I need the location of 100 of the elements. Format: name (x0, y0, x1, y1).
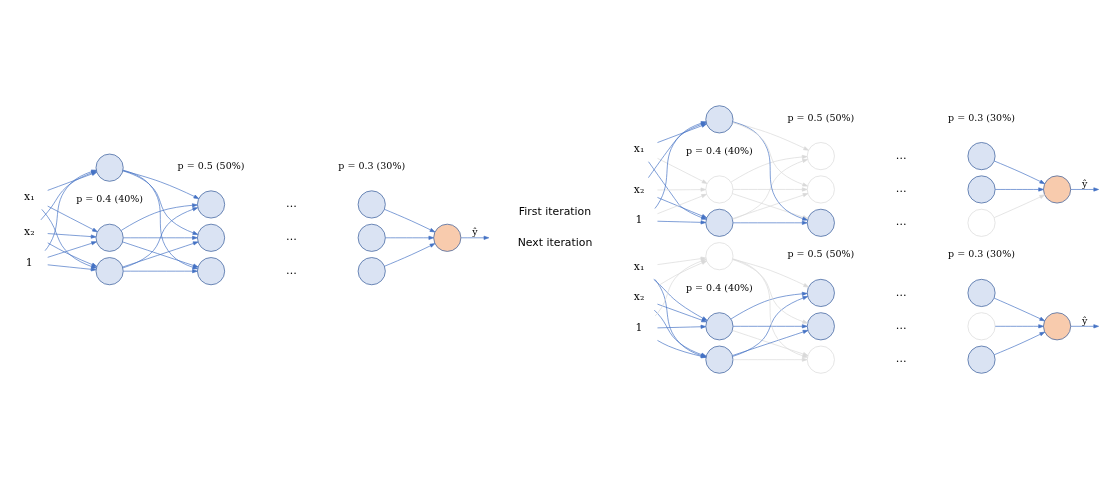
label: Next iteration (517, 235, 593, 249)
arrow (47, 205, 98, 233)
node-circle (806, 345, 835, 374)
node-circle (967, 345, 996, 374)
node-text: x₁ (633, 259, 645, 273)
label: … (285, 197, 297, 211)
arrow (384, 209, 436, 233)
label: p = 0.3 (30%) (948, 111, 1015, 123)
arrow (994, 187, 1044, 192)
label: … (285, 263, 297, 277)
edge-label: ŷ (1081, 314, 1088, 326)
arrow (732, 324, 808, 329)
arrow (732, 220, 808, 225)
arrow (648, 161, 707, 220)
arrow (732, 357, 808, 362)
label: … (895, 318, 907, 332)
arrow (122, 170, 199, 235)
label: … (285, 230, 297, 244)
node-circle (705, 105, 734, 134)
node-circle (967, 142, 996, 171)
label: … (895, 352, 907, 366)
arrow (732, 296, 808, 357)
node-text: 1 (25, 255, 33, 269)
edge-label: ŷ (472, 226, 478, 238)
node-circle (433, 223, 462, 252)
label: … (895, 148, 907, 162)
arrow (122, 207, 198, 269)
node-circle (357, 190, 386, 219)
arrow (123, 235, 198, 240)
edge-label: ŷ (1081, 177, 1088, 189)
arrow (657, 260, 707, 287)
node-text: x₁ (24, 189, 35, 203)
label: p = 0.3 (30%) (948, 248, 1015, 260)
node-text: 1 (635, 213, 643, 227)
node-circle (967, 208, 996, 237)
node-circle (806, 175, 835, 204)
arrow (47, 241, 97, 258)
node-circle (806, 208, 835, 237)
arrow (657, 324, 707, 329)
node-circle (967, 175, 996, 204)
node-circle (967, 312, 996, 341)
arrow (460, 235, 490, 240)
node-circle (357, 223, 386, 252)
node-circle (197, 223, 225, 252)
node-circle (806, 142, 835, 171)
node-text: x₂ (24, 224, 35, 238)
arrow (993, 194, 1045, 218)
node-circle (197, 257, 225, 286)
label: p = 0.5 (50%) (787, 248, 855, 260)
label: p = 0.3 (30%) (338, 159, 406, 171)
arrow (1070, 324, 1099, 329)
label: p = 0.4 (40%) (76, 193, 144, 205)
node-text: x₁ (633, 141, 645, 155)
node-text: 1 (635, 320, 643, 334)
arrow (994, 160, 1045, 184)
arrow (47, 233, 97, 239)
node-circle (967, 279, 996, 307)
arrow (122, 241, 199, 268)
node-circle (1043, 175, 1072, 204)
arrow (657, 256, 707, 265)
arrow (123, 269, 198, 274)
label: p = 0.5 (50%) (787, 111, 855, 123)
node-circle (806, 279, 835, 307)
node-circle (705, 208, 734, 237)
label: p = 0.4 (40%) (685, 144, 753, 156)
node-circle (705, 312, 734, 341)
arrow (122, 169, 198, 270)
node-circle (806, 312, 835, 341)
node-circle (705, 345, 734, 374)
arrow (657, 220, 707, 225)
label: p = 0.5 (50%) (177, 159, 245, 171)
label: … (895, 285, 907, 299)
arrow (994, 331, 1045, 356)
node-circle (705, 242, 734, 271)
arrow (384, 243, 436, 267)
node-text: x₂ (633, 182, 645, 196)
label: … (895, 215, 907, 229)
arrow (730, 291, 808, 320)
label: First iteration (518, 205, 592, 219)
arrow (993, 297, 1045, 322)
label: … (895, 182, 907, 196)
arrow (654, 259, 707, 317)
node-text: x₂ (633, 290, 645, 304)
arrow (120, 203, 198, 231)
label: p = 0.4 (40%) (685, 281, 753, 293)
arrow (732, 330, 809, 356)
node-circle (95, 153, 124, 182)
arrow (1070, 187, 1099, 192)
arrow (732, 259, 808, 324)
node-circle (197, 190, 225, 219)
arrow (385, 235, 434, 240)
node-circle (705, 175, 734, 204)
arrow (994, 324, 1044, 329)
node-circle (357, 257, 386, 286)
node-circle (95, 257, 124, 286)
node-circle (1043, 312, 1072, 341)
arrow (657, 157, 708, 184)
arrow (732, 258, 808, 358)
arrow (730, 154, 808, 183)
arrow (732, 122, 808, 187)
